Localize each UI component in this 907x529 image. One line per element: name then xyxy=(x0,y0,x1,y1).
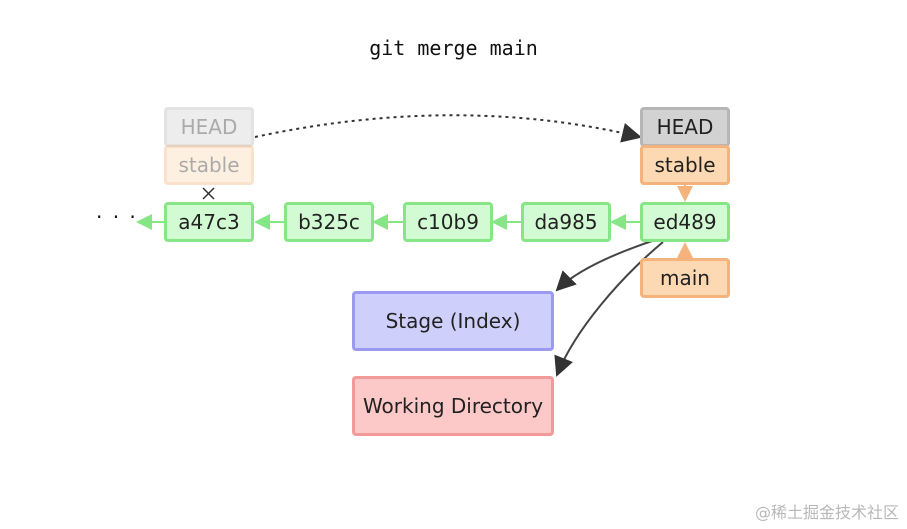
stage-index-box: Stage (Index) xyxy=(352,291,554,351)
watermark: @稀土掘金技术社区 xyxy=(754,503,899,522)
ed489-to-working-dir-arrow xyxy=(554,241,664,377)
stable-branch: stable xyxy=(640,145,730,185)
old-head-ref: HEAD xyxy=(164,107,254,147)
head-move-dotted-arrow xyxy=(254,114,642,143)
old-stable-branch: stable xyxy=(164,145,254,185)
commit-c10b9: c10b9 xyxy=(403,202,493,242)
head-ref: HEAD xyxy=(640,107,730,147)
diagram-title: git merge main xyxy=(369,36,538,60)
commit-b325c: b325c xyxy=(284,202,374,242)
commit-a47c3: a47c3 xyxy=(164,202,254,242)
working-directory-box: Working Directory xyxy=(352,376,554,436)
commit-ed489: ed489 xyxy=(640,202,730,242)
main-branch: main xyxy=(640,258,730,298)
ed489-to-stage-arrow xyxy=(555,239,656,292)
commit-da985: da985 xyxy=(521,202,611,242)
detached-cross-icon xyxy=(202,187,215,200)
more-commits-ellipsis: · · · xyxy=(96,205,138,229)
